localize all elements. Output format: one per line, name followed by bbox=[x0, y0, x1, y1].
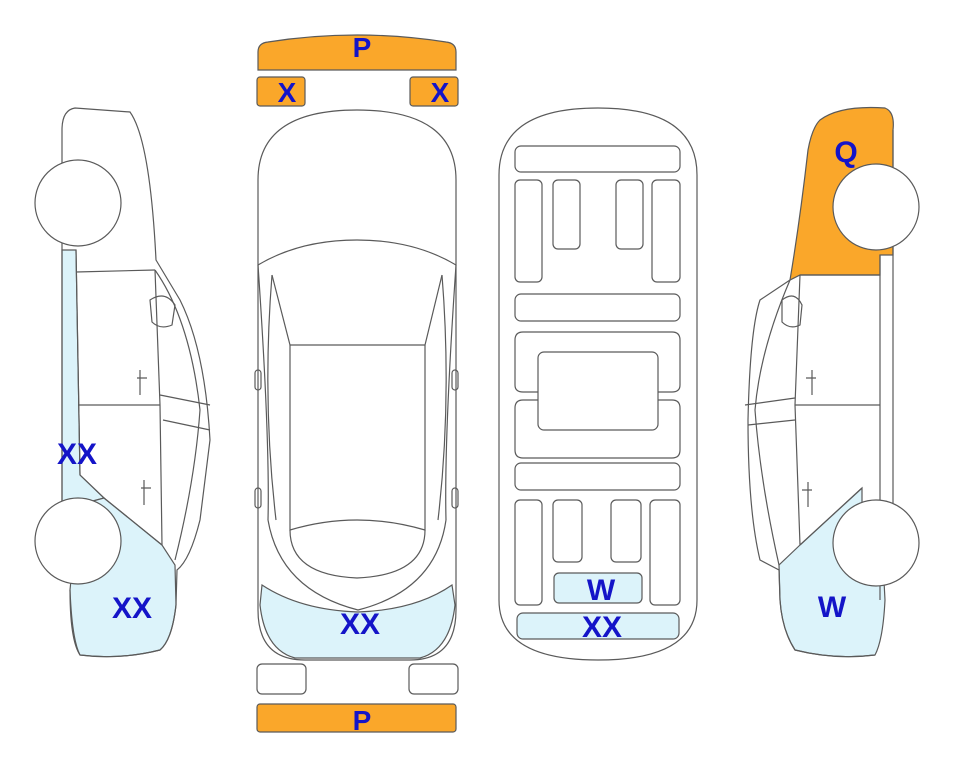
right-side-front-fender-label: Q bbox=[834, 136, 857, 169]
front-right-corner-label: X bbox=[431, 77, 450, 108]
underside-rear-bumper-label: XX bbox=[582, 611, 622, 644]
top-view bbox=[255, 110, 458, 660]
front-bumper-label: P bbox=[353, 32, 372, 63]
left-side-lower-panel-label: XX bbox=[57, 438, 97, 471]
rear-bumper-group: P bbox=[257, 664, 458, 736]
underside-rear-panel-label: W bbox=[587, 574, 616, 607]
right-side-view bbox=[745, 108, 919, 657]
rear-left-corner-part[interactable] bbox=[257, 664, 306, 694]
left-side-view bbox=[35, 108, 210, 657]
left-side-rear-quarter-label: XX bbox=[112, 592, 152, 625]
front-left-corner-label: X bbox=[278, 77, 297, 108]
right-side-rear-quarter-label: W bbox=[818, 591, 847, 624]
rear-right-corner-part[interactable] bbox=[409, 664, 458, 694]
top-rear-section-label: XX bbox=[340, 608, 380, 641]
rear-bumper-label: P bbox=[353, 705, 372, 736]
front-bumper-group: P X X bbox=[257, 32, 458, 108]
